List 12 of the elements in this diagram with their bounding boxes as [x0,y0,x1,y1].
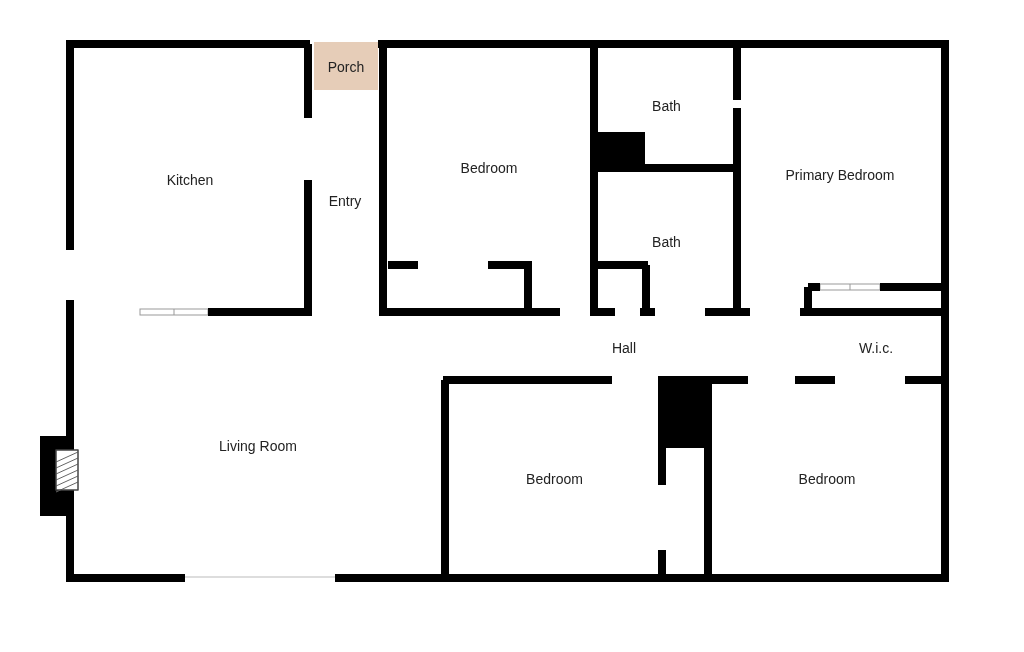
room-label: Bath [652,98,681,114]
room-label: Entry [328,193,362,209]
room-label: Kitchen [166,172,214,188]
room-label: Primary Bedroom [785,167,895,183]
room-label: Bath [652,234,681,250]
room-label: W.i.c. [858,340,894,356]
room-label: Bedroom [526,471,583,487]
room-label: Hall [611,340,637,356]
room-label: Living Room [219,438,297,454]
room-label: Bedroom [798,471,856,487]
room-label: Porch [327,59,365,75]
room-label: Bedroom [460,160,518,176]
